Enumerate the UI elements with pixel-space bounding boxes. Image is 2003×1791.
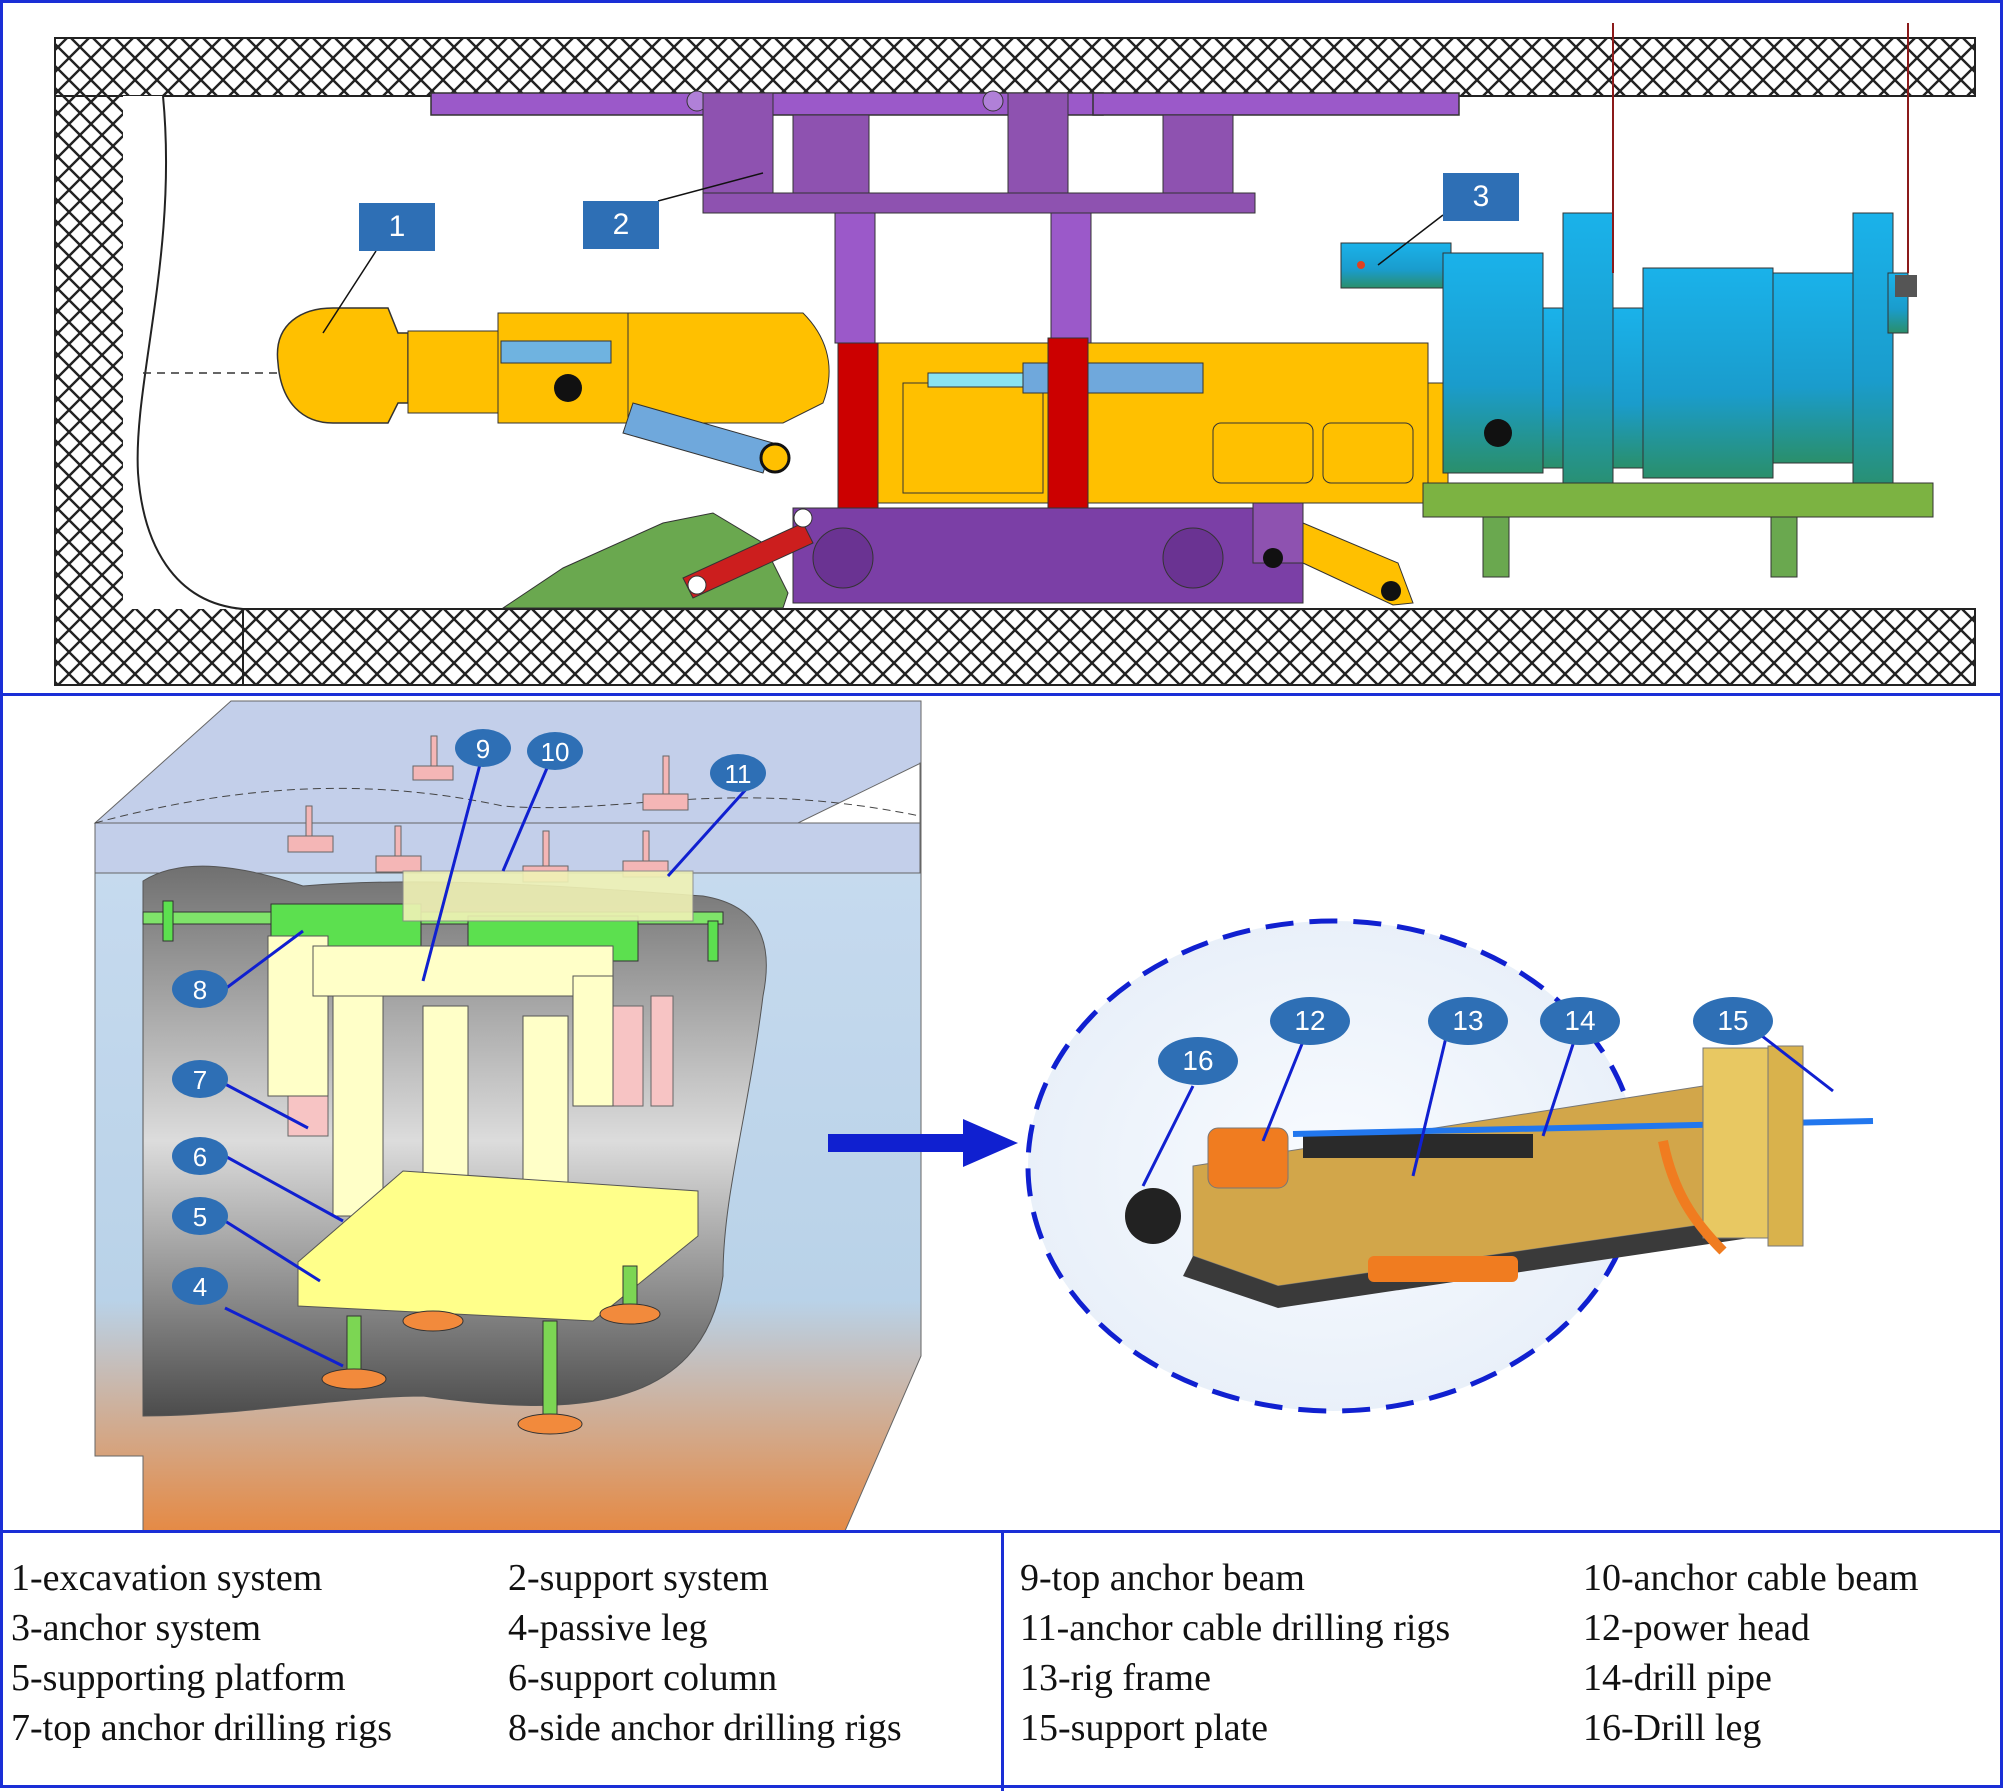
legend-item: 15-support plate	[1020, 1707, 1269, 1749]
label-3: 3	[1472, 180, 1490, 213]
label-2-badge	[583, 201, 659, 249]
label-13: 13	[1452, 1005, 1484, 1036]
legend-item: 1-excavation system	[11, 1557, 323, 1599]
label-8: 8	[192, 975, 208, 1005]
label-7-badge	[172, 1060, 228, 1098]
label-15-badge	[1693, 997, 1773, 1045]
label-5: 5	[192, 1202, 208, 1232]
label-3-badge	[1443, 173, 1519, 221]
label-7: 7	[192, 1065, 208, 1095]
label-13-badge	[1428, 997, 1508, 1045]
label-11-badge	[710, 754, 766, 792]
label-9: 9	[475, 734, 491, 764]
label-16: 16	[1182, 1045, 1214, 1076]
legend-item: 4-passive leg	[508, 1607, 708, 1649]
legend-divider	[1001, 1533, 1004, 1791]
legend-item: 10-anchor cable beam	[1583, 1557, 1919, 1599]
passive-legs	[321, 1265, 661, 1435]
label-14: 14	[1564, 1005, 1596, 1036]
label-14-badge	[1540, 997, 1620, 1045]
red-column-right	[1047, 337, 1089, 509]
legend-item: 9-top anchor beam	[1020, 1557, 1305, 1599]
label-10-badge	[527, 732, 583, 770]
legend-panel: 1-excavation system 3-anchor system 5-su…	[0, 1530, 2003, 1791]
legend-item: 16-Drill leg	[1583, 1707, 1762, 1749]
excavation-machine-side-view-panel: 1 2 3	[0, 0, 2003, 696]
crawler-track-drawing	[792, 502, 1304, 604]
legend-column-3: 9-top anchor beam 11-anchor cable drilli…	[1020, 1553, 1450, 1753]
label-16-badge	[1158, 1037, 1238, 1085]
label-11: 11	[724, 759, 752, 789]
legend-item: 5-supporting platform	[11, 1657, 346, 1699]
legend-item: 12-power head	[1583, 1607, 1810, 1649]
label-4: 4	[192, 1272, 208, 1302]
label-8-badge	[172, 970, 228, 1008]
legend-column-2: 2-support system 4-passive leg 6-support…	[508, 1553, 902, 1753]
legend-item: 3-anchor system	[11, 1607, 262, 1649]
label-2: 2	[612, 208, 630, 241]
label-6: 6	[192, 1142, 208, 1172]
support-system-drawing	[430, 90, 1460, 344]
support-anchor-3d-drawing	[93, 700, 1874, 1532]
label-12: 12	[1294, 1005, 1326, 1036]
legend-item: 6-support column	[508, 1657, 778, 1699]
label-1: 1	[388, 210, 406, 243]
label-10: 10	[540, 737, 570, 767]
floor-rock-strata	[54, 608, 1976, 686]
label-1-badge	[359, 203, 435, 251]
legend-item: 14-drill pipe	[1583, 1657, 1772, 1699]
supporting-platform	[297, 1170, 699, 1322]
support-anchor-3d-view-panel: 9 10 11 8 7 6 5 4 12 13 14 15 16	[0, 693, 2003, 1533]
legend-item: 8-side anchor drilling rigs	[508, 1707, 902, 1749]
excavation-machine-drawing	[54, 23, 1976, 686]
legend-column-1: 1-excavation system 3-anchor system 5-su…	[11, 1553, 392, 1753]
legend-column-4: 10-anchor cable beam 12-power head 14-dr…	[1583, 1553, 1919, 1753]
label-6-badge	[172, 1137, 228, 1175]
drill-rig-detail	[1125, 1045, 1874, 1308]
red-column-left	[837, 342, 879, 514]
legend-item: 11-anchor cable drilling rigs	[1020, 1607, 1451, 1649]
anchor-cable-beam	[402, 870, 694, 922]
legend-item: 13-rig frame	[1020, 1657, 1211, 1699]
label-9-badge	[455, 729, 511, 767]
label-4-badge	[172, 1267, 228, 1305]
label-5-badge	[172, 1197, 228, 1235]
roof-rock-strata	[54, 37, 1976, 97]
label-15: 15	[1717, 1005, 1749, 1036]
legend-item: 2-support system	[508, 1557, 769, 1599]
shovel-cylinder	[682, 522, 814, 599]
legend-item: 7-top anchor drilling rigs	[11, 1707, 392, 1749]
label-12-badge	[1270, 997, 1350, 1045]
anchor-system-drawing	[1340, 23, 1934, 578]
